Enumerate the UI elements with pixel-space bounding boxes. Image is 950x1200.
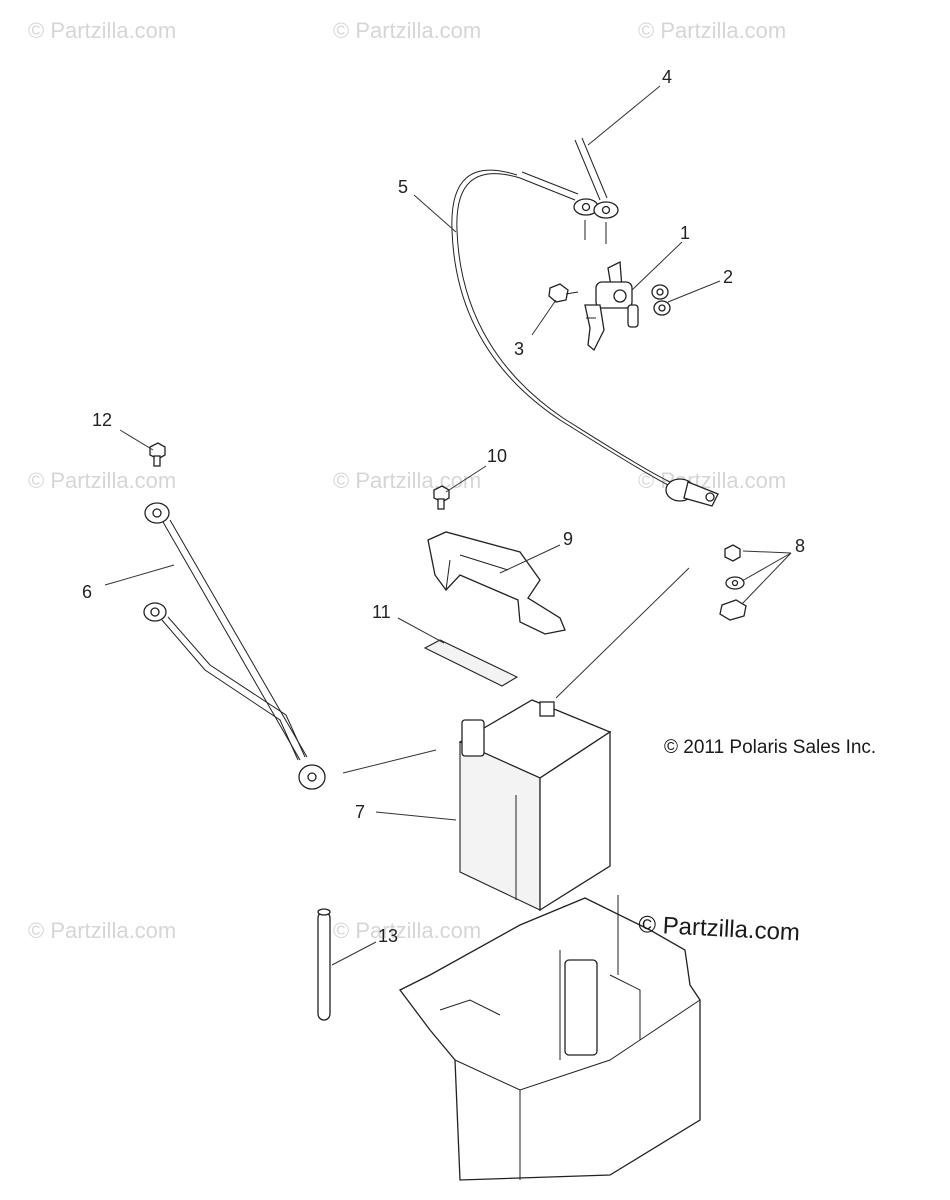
callout-1: 1 — [680, 223, 690, 243]
part-7-battery — [458, 699, 612, 912]
part-10-bolt — [433, 485, 450, 510]
callout-4: 4 — [662, 67, 672, 87]
watermark: © Partzilla.com — [638, 18, 786, 43]
watermark: © Partzilla.com — [28, 918, 176, 943]
watermark: © Partzilla.com — [333, 918, 481, 943]
leader-lines — [104, 85, 792, 966]
callouts: 4 5 1 2 3 12 10 9 8 6 11 7 13 — [82, 67, 805, 946]
callout-6: 6 — [82, 582, 92, 602]
callout-10: 10 — [487, 446, 507, 466]
part-6-cable-assembly — [143, 502, 326, 790]
part-13-tube — [317, 908, 331, 1021]
part-2-nuts — [651, 284, 671, 316]
watermark: © Partzilla.com — [333, 18, 481, 43]
part-5-cable — [451, 169, 719, 507]
part-1-solenoid — [584, 260, 639, 352]
watermark: © Partzilla.com — [28, 18, 176, 43]
watermark: © Partzilla.com — [333, 468, 481, 493]
callout-12: 12 — [92, 410, 112, 430]
part-4-cables — [519, 137, 619, 244]
callout-8: 8 — [795, 536, 805, 556]
callout-13: 13 — [378, 926, 398, 946]
callout-9: 9 — [563, 529, 573, 549]
callout-2: 2 — [723, 267, 733, 287]
callout-11: 11 — [372, 602, 391, 622]
copyright-notice: © 2011 Polaris Sales Inc. — [664, 737, 876, 758]
watermark: © Partzilla.com — [638, 468, 786, 493]
part-8-hardware — [719, 544, 747, 621]
callout-3: 3 — [514, 339, 524, 359]
part-12-bolt — [149, 442, 166, 467]
part-3-bolt — [548, 283, 579, 303]
part-9-bracket — [427, 531, 566, 635]
callout-7: 7 — [355, 802, 365, 822]
watermark: © Partzilla.com — [28, 468, 176, 493]
callout-5: 5 — [398, 177, 408, 197]
part-11-pad — [423, 639, 519, 687]
watermarks: © Partzilla.com © Partzilla.com © Partzi… — [28, 18, 786, 943]
battery-box — [399, 895, 701, 1181]
